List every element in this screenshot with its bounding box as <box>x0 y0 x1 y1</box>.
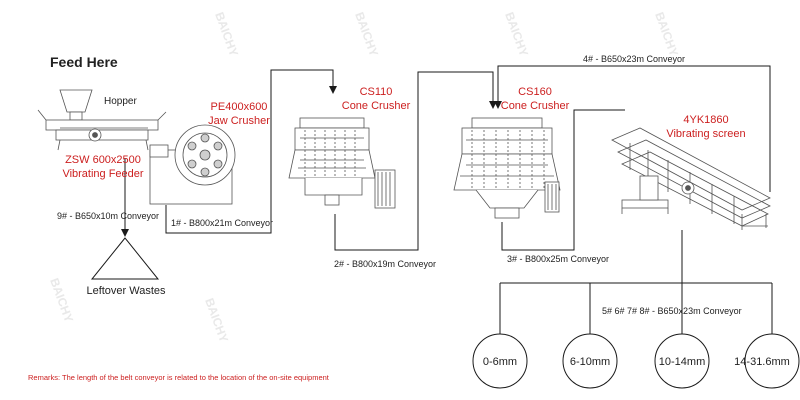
product-circle-4 <box>744 333 800 389</box>
svg-text:BAICHY: BAICHY <box>202 296 231 344</box>
screen-model-label: 4YK1860 <box>683 114 728 126</box>
conveyor-1-line <box>165 69 337 234</box>
cone-crusher-cs160-machine <box>453 117 561 219</box>
feeder-name-label: Vibrating Feeder <box>62 168 143 180</box>
conveyor-4-line <box>494 65 771 192</box>
screen-name-label: Vibrating screen <box>666 128 745 140</box>
hopper-icon <box>59 89 93 113</box>
conveyor-5-8-label: 5# 6# 7# 8# - B650x23m Conveyor <box>602 306 742 316</box>
product-bins <box>472 333 800 389</box>
remarks-note: Remarks: The length of the belt conveyor… <box>28 373 330 382</box>
cs110-model-label: CS110 <box>360 86 393 98</box>
cs110-name-label: Cone Crusher <box>342 100 411 112</box>
conveyor-2-label: 2# - B800x19m Conveyor <box>334 259 436 269</box>
waste-pile-icon <box>90 237 160 280</box>
hopper-label: Hopper <box>104 96 137 107</box>
product-label-4: 14-31.6mm <box>734 356 790 368</box>
waste-label: Leftover Wastes <box>86 285 166 297</box>
cs160-name-label: Cone Crusher <box>501 100 570 112</box>
jaw-crusher-name-label: Jaw Crusher <box>208 115 270 127</box>
conveyor-lines <box>121 65 773 337</box>
feeder-model-label: ZSW 600x2500 <box>65 154 141 166</box>
conveyor-1-label: 1# - B800x21m Conveyor <box>171 218 273 228</box>
svg-text:BAICHY: BAICHY <box>502 10 531 58</box>
cs160-model-label: CS160 <box>518 86 552 98</box>
jaw-crusher-model-label: PE400x600 <box>211 101 268 113</box>
vibrating-screen-machine <box>611 127 771 230</box>
vibrating-feeder-machine <box>37 89 167 151</box>
jaw-crusher-machine <box>149 124 236 205</box>
product-label-2: 6-10mm <box>570 356 610 368</box>
svg-text:BAICHY: BAICHY <box>352 10 381 58</box>
svg-text:BAICHY: BAICHY <box>47 276 76 324</box>
product-circle-3 <box>654 333 710 389</box>
feed-here-label: Feed Here <box>50 54 118 70</box>
product-label-3: 10-14mm <box>659 356 705 368</box>
cone-crusher-cs110-machine <box>288 117 396 209</box>
product-circle-2 <box>562 333 618 389</box>
conveyor-4-label: 4# - B650x23m Conveyor <box>583 54 685 64</box>
conveyor-3-line <box>501 109 625 251</box>
conveyor-2-line <box>334 71 497 251</box>
svg-text:BAICHY: BAICHY <box>212 10 241 58</box>
svg-text:BAICHY: BAICHY <box>652 10 681 58</box>
conveyor-3-label: 3# - B800x25m Conveyor <box>507 254 609 264</box>
product-circle-1 <box>472 333 528 389</box>
conveyor-9-label: 9# - B650x10m Conveyor <box>57 211 159 221</box>
product-label-1: 0-6mm <box>483 356 517 368</box>
